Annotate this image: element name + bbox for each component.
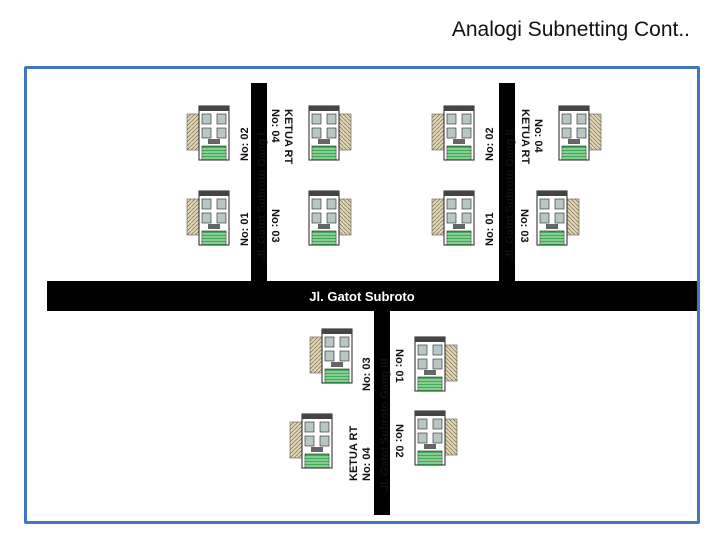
gang3-house-01-label: No: 01 — [393, 349, 405, 383]
house-gang2-02 — [431, 105, 475, 161]
gang1-house-02-label: No: 02 — [239, 127, 251, 161]
house-gang1-01 — [186, 190, 230, 246]
house-gang3-01 — [414, 336, 458, 392]
house-gang1-03 — [308, 190, 352, 246]
house-gang1-02 — [186, 105, 230, 161]
gang3-ketua-label: KETUA RT — [348, 426, 360, 481]
house-gang1-04 — [308, 105, 352, 161]
gang2-house-01-label: No: 01 — [484, 212, 496, 246]
gang1-ketua-label: KETUA RT — [282, 109, 294, 164]
gang3-house-04-label: No: 04 — [361, 447, 373, 482]
house-gang3-04 — [289, 413, 333, 469]
road-gang-1-label: Jl. Gatot Subroto Gang I — [256, 133, 268, 260]
gang1-house-03-label: No: 03 — [269, 209, 281, 243]
road-gang-1 — [251, 83, 267, 283]
diagram-frame: Jl. Gatot Subroto Jl. Gatot Subroto Gang… — [24, 66, 700, 524]
gang3-house-02-label: No: 02 — [393, 424, 405, 458]
slide-title: Analogi Subnetting Cont.. — [451, 18, 690, 41]
gang2-house-04-label: No: 04 — [532, 119, 544, 154]
gang1-house-01-label: No: 01 — [239, 212, 251, 246]
gang2-house-02-label: No: 02 — [484, 127, 496, 161]
gang2-ketua-label: KETUA RT — [519, 109, 531, 164]
road-gang-2-label: Jl. Gatot Subroto Gang II — [504, 129, 516, 259]
house-gang3-03 — [309, 328, 353, 384]
road-gang-3 — [374, 309, 390, 515]
house-gang2-01 — [431, 190, 475, 246]
house-gang2-04 — [558, 105, 602, 161]
gang1-house-04-label: No: 04 — [269, 109, 281, 144]
gang2-house-03-label: No: 03 — [518, 209, 530, 243]
road-main — [47, 281, 697, 311]
subnetting-diagram: Jl. Gatot Subroto Jl. Gatot Subroto Gang… — [47, 83, 697, 515]
house-gang2-03 — [536, 190, 580, 246]
road-gang-2 — [499, 83, 515, 283]
house-gang3-02 — [414, 410, 458, 466]
road-gang-3-label: Jl. Gatot Subroto Gang III — [379, 358, 391, 491]
road-main-label: Jl. Gatot Subroto — [309, 289, 415, 304]
gang3-house-03-label: No: 03 — [361, 357, 373, 391]
